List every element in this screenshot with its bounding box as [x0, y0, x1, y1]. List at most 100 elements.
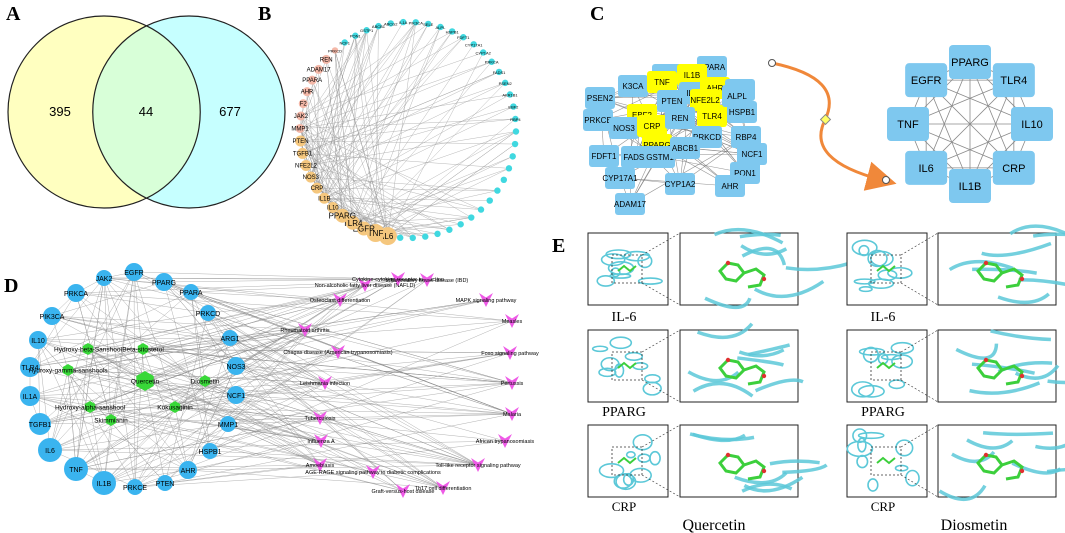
panel-c-ppi: C PPARAPRKCAK3CAPSEN2IL1BTNFIL10AHRPTENN…: [583, 3, 1053, 215]
network-b-edge: [305, 71, 500, 166]
ligand-stick: [876, 361, 896, 370]
network-b-node-label: CRP: [311, 186, 324, 192]
network-b-edge: [316, 26, 379, 189]
network-d-edge: [110, 271, 135, 421]
protein-ribbon: [741, 482, 793, 493]
oxygen-atom: [761, 276, 767, 282]
network-d-edge: [103, 277, 341, 301]
target-node-ncf1: [227, 386, 245, 404]
ppi-hub-node-pparg: [949, 45, 991, 79]
ppi-hub-node-label: IL10: [1021, 119, 1042, 131]
network-d-edge: [235, 365, 479, 466]
protein-ribbon: [610, 267, 621, 278]
network-b-node: [321, 54, 331, 64]
ppi-full-node-label: NFE2L2: [690, 96, 720, 105]
row-label-crp-left: CRP: [612, 499, 637, 514]
network-d-edge: [174, 278, 399, 408]
network-d-edge: [103, 284, 366, 484]
target-node-ahr: [179, 461, 197, 479]
pathway-node-label: Inflammatory bowel disease (IBD): [386, 278, 469, 284]
network-b-node-label: NFE2L2: [295, 164, 318, 170]
network-b-edge: [326, 59, 388, 237]
network-b-edge: [316, 26, 441, 189]
protein-ribbon: [609, 336, 633, 350]
venn-overlap-region: [92, 25, 201, 199]
target-node-tnf: [64, 457, 88, 481]
network-b-node-label: TLR4: [343, 219, 363, 228]
network-b-edge: [342, 30, 367, 216]
protein-ribbon: [734, 471, 788, 485]
protein-ribbon: [850, 381, 875, 398]
network-b-node: [300, 160, 312, 172]
network-b-edge: [355, 35, 376, 234]
network-d-edge: [49, 382, 513, 451]
network-d-edge: [235, 365, 513, 384]
protein-ribbon: [887, 266, 913, 279]
pathway-node-label: Pertussis: [501, 381, 524, 387]
network-b-node: [307, 75, 317, 85]
compound-node-diosmetin: [199, 375, 211, 387]
protein-ribbon: [687, 370, 740, 383]
network-d-edge: [133, 271, 146, 382]
ligand-stick: [876, 264, 896, 273]
network-b-edge: [310, 42, 345, 178]
network-d-edge: [207, 312, 326, 384]
network-b-node: [363, 27, 370, 34]
pathway-node-label: Chagas disease (American trypanosomiasis…: [283, 350, 392, 356]
ppi-full-node: [609, 117, 639, 139]
protein-ribbon: [629, 467, 652, 483]
pathway-node-malaria: [505, 407, 519, 421]
network-d-edge: [235, 382, 513, 396]
protein-ribbon: [853, 278, 876, 285]
pathway-node-label: AGE-RAGE signaling pathway in diabetic c…: [305, 470, 441, 476]
network-b-node-label: ALPL: [436, 25, 447, 30]
compound-node-label: Beta-sitosterol: [122, 347, 164, 354]
network-d-edge: [142, 348, 321, 466]
panel-letter-c: C: [590, 3, 604, 25]
pathway-node-mapk-signaling-pathway: [479, 293, 493, 307]
network-d-edge: [144, 284, 366, 382]
row-label-il6-left: IL-6: [612, 310, 637, 325]
pathway-node-label: Osteoclast differentiation: [310, 298, 370, 304]
network-b-node: [331, 47, 339, 54]
network-d-edge: [89, 406, 105, 484]
network-b-node: [375, 22, 382, 30]
ppi-hub-node-label: CRP: [1002, 163, 1025, 175]
network-d-edge: [39, 320, 513, 425]
oxygen-atom: [725, 452, 731, 458]
ppi-full-edge: [629, 136, 747, 205]
protein-ribbon: [740, 244, 788, 256]
network-b-edge: [352, 190, 498, 224]
network-b-node: [341, 39, 348, 46]
network-b-node-label: EBF2: [508, 105, 519, 110]
target-node-label: IL1A: [23, 394, 38, 401]
docking-images: [587, 224, 1065, 501]
oxygen-atom: [983, 260, 989, 266]
ppi-hub-node-il10: [1011, 107, 1053, 141]
ppi-full-node: [647, 71, 677, 93]
network-b-node: [468, 214, 475, 221]
network-b-edge: [324, 94, 511, 199]
network-b-node: [510, 103, 517, 110]
zoom-box: [870, 351, 902, 381]
network-b-node: [477, 206, 485, 213]
protein-ribbon: [637, 277, 663, 285]
network-d-edge: [37, 339, 41, 425]
zoom-line: [900, 282, 939, 306]
protein-ribbon: [867, 249, 888, 268]
network-b-node-label: FDFT1: [457, 35, 470, 40]
ppi-full-node-label: K3CA: [623, 82, 645, 91]
ppi-full-node-label: CYP17A1: [602, 174, 638, 183]
oxygen-atom: [1019, 468, 1025, 474]
target-node-label: EGFR: [124, 270, 143, 277]
target-node-label: MMP1: [218, 422, 238, 429]
network-b-node: [412, 19, 419, 26]
protein-ribbon: [754, 378, 804, 393]
ppi-full-node-label: REN: [672, 114, 689, 123]
network-d-edge: [51, 315, 69, 371]
network-d-edge: [133, 271, 176, 408]
compound-node-quercetin: [136, 371, 154, 391]
network-d-edge: [209, 320, 513, 452]
target-node-label: IL1B: [97, 481, 112, 488]
network-d-edge: [207, 312, 444, 489]
